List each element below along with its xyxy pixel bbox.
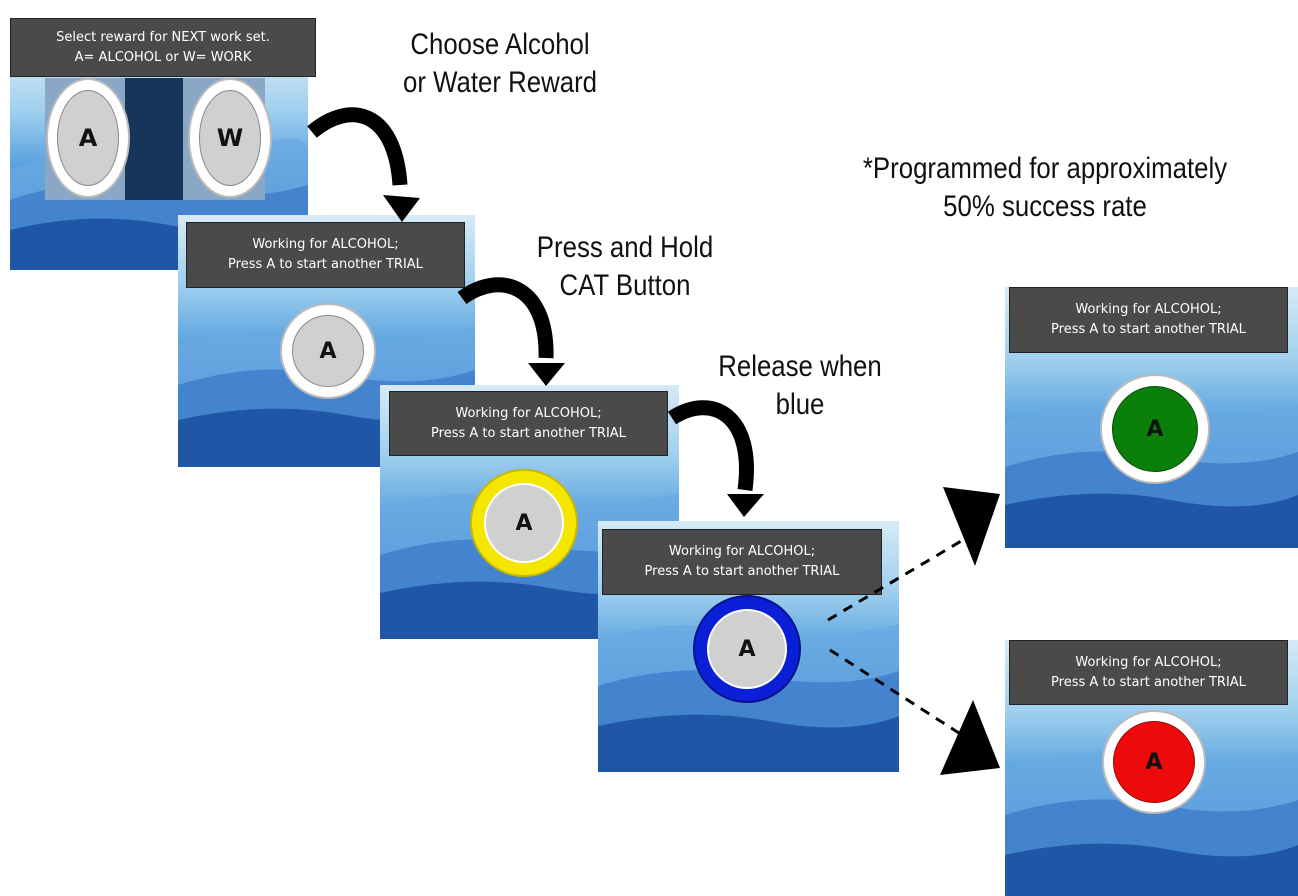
release-caption: Release when blue (701, 348, 899, 424)
alcohol-button-label: A (78, 124, 98, 152)
waiting-banner-line2: Press A to start another TRIAL (431, 425, 626, 441)
note-line1: *Programmed for approximately (862, 152, 1228, 185)
blue-ring-button[interactable]: A (693, 595, 801, 703)
button-divider (125, 78, 183, 200)
success-banner: Working for ALCOHOL; Press A to start an… (1009, 287, 1288, 353)
release-banner-line2: Press A to start another TRIAL (644, 564, 840, 579)
note-line2: 50% success rate (943, 190, 1147, 223)
failure-banner: Working for ALCOHOL; Press A to start an… (1009, 640, 1288, 705)
hold-banner-line1: Working for ALCOHOL; (252, 237, 399, 252)
failure-banner-line1: Working for ALCOHOL; (1075, 654, 1222, 670)
waiting-banner: Working for ALCOHOL; Press A to start an… (389, 391, 668, 456)
press-caption-line2: CAT Button (559, 269, 691, 302)
release-caption-line1: Release when (718, 350, 882, 383)
success-banner-line1: Working for ALCOHOL; (1075, 302, 1222, 317)
failure-button[interactable]: A (1102, 710, 1206, 814)
mountain-backdrop (598, 624, 899, 772)
curved-arrow-icon (307, 107, 420, 222)
alcohol-button[interactable]: A (46, 78, 130, 198)
choose-caption-line1: Choose Alcohol (410, 28, 590, 61)
hold-banner-line2: Press A to start another TRIAL (228, 257, 423, 272)
hold-banner: Working for ALCOHOL; Press A to start an… (186, 222, 465, 288)
curved-arrow-icon (667, 400, 764, 517)
select-banner-line2: A= ALCOHOL or W= WORK (74, 49, 252, 65)
choose-caption: Choose Alcohol or Water Reward (401, 26, 599, 102)
press-caption-line1: Press and Hold (536, 231, 714, 264)
success-banner-line2: Press A to start another TRIAL (1051, 322, 1246, 337)
select-banner-line1: Select reward for NEXT work set. (56, 29, 270, 45)
mountain-backdrop (1005, 753, 1298, 896)
yellow-ring-button-label: A (515, 510, 533, 536)
water-button[interactable]: W (188, 78, 272, 198)
cat-button[interactable]: A (280, 303, 376, 399)
release-banner-line1: Working for ALCOHOL; (668, 544, 816, 559)
choose-caption-line2: or Water Reward (402, 66, 598, 99)
success-button[interactable]: A (1100, 374, 1210, 484)
success-button-label: A (1146, 416, 1164, 442)
mountain-backdrop (1005, 405, 1298, 548)
failure-button-label: A (1145, 749, 1163, 775)
press-hold-caption: Press and Hold CAT Button (526, 229, 724, 305)
yellow-ring-button[interactable]: A (470, 469, 578, 577)
select-reward-banner: Select reward for NEXT work set. A= ALCO… (10, 18, 316, 77)
cat-button-label: A (319, 338, 337, 364)
water-button-label: W (216, 124, 244, 152)
release-banner: Working for ALCOHOL; Press A to start an… (602, 529, 882, 595)
release-caption-line2: blue (775, 388, 825, 421)
blue-ring-button-label: A (738, 636, 756, 662)
waiting-banner-line1: Working for ALCOHOL; (455, 405, 602, 421)
success-rate-note: *Programmed for approximately 50% succes… (860, 150, 1230, 226)
failure-banner-line2: Press A to start another TRIAL (1051, 674, 1246, 690)
